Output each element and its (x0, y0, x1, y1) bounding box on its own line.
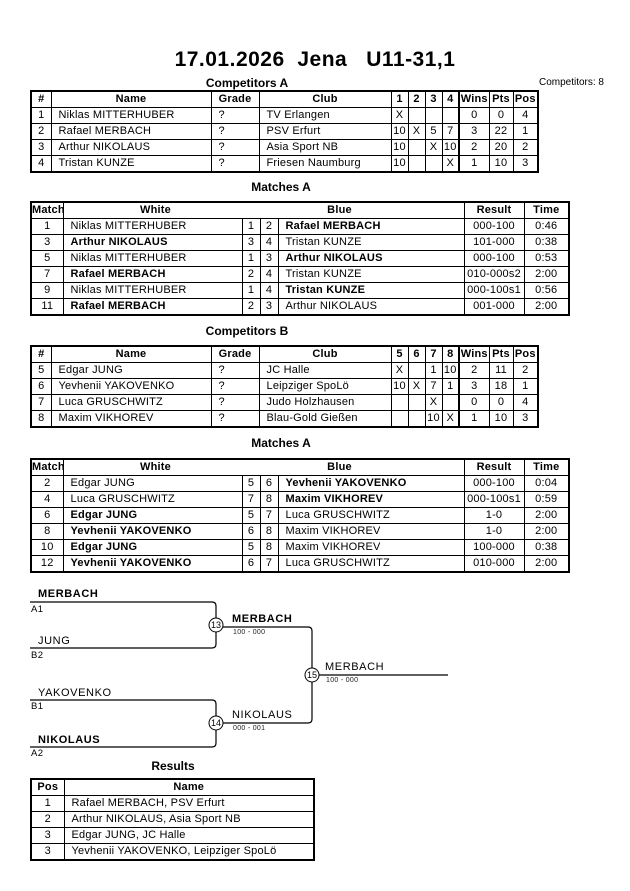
match-15-number: 15 (307, 670, 317, 680)
page-title: 17.01.2026 Jena U11-31,1 (174, 48, 456, 71)
bracket-slot-b2-name: JUNG (38, 635, 71, 647)
match-14-winner: NIKOLAUS (232, 709, 293, 721)
section-heading-results: Results (151, 759, 195, 773)
bracket-slot-a1-name: MERBACH (38, 588, 99, 600)
bracket-slot-b2-seed: B2 (31, 650, 44, 661)
bracket-slot-a1-seed: A1 (31, 604, 44, 615)
section-heading-competitors-a: Competitors A (205, 76, 289, 90)
bracket-slot-a2-name: NIKOLAUS (38, 734, 101, 746)
match-14-score: 000 - 001 (233, 725, 266, 732)
match-14-node (208, 715, 224, 731)
bracket-slot-b1-name: YAKOVENKO (38, 687, 112, 699)
section-heading-matches-b: Matches A (251, 436, 311, 450)
match-15-node (304, 667, 320, 683)
match-13-winner: MERBACH (232, 613, 293, 625)
match-13-score: 100 - 000 (233, 629, 266, 636)
match-14-number: 14 (211, 718, 221, 728)
match-13-number: 13 (211, 620, 221, 630)
bracket-slot-b1-seed: B1 (31, 701, 44, 712)
bracket-slot-a2-seed: A2 (31, 748, 44, 759)
competitors-count: Competitors: 8 (538, 77, 604, 88)
match-15-score: 100 - 000 (326, 677, 359, 684)
match-13-node (208, 617, 224, 633)
match-15-winner: MERBACH (325, 661, 385, 673)
section-heading-competitors-b: Competitors B (205, 324, 289, 338)
section-heading-matches-a: Matches A (251, 180, 311, 194)
